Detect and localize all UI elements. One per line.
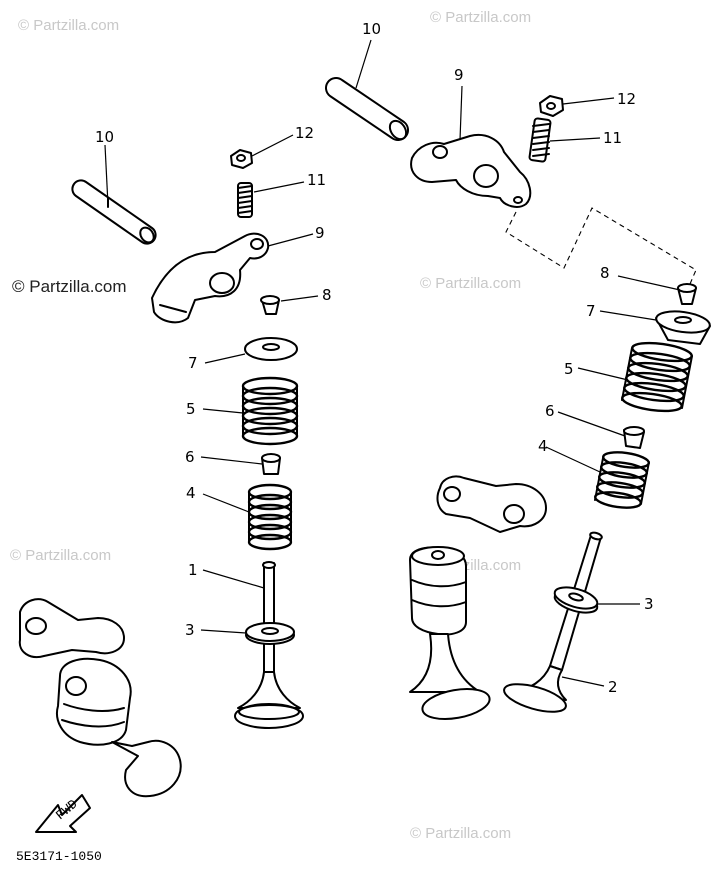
callout-3: 3 [644, 595, 654, 613]
watermark-main: © Partzilla.com [12, 277, 127, 296]
callout-3: 3 [185, 621, 195, 639]
inner-valve-spring-right [594, 451, 650, 509]
rocker-shaft-right [325, 77, 409, 141]
callout-8: 8 [600, 264, 610, 282]
valve-stem-seal-right [623, 426, 645, 449]
callout-8: 8 [322, 286, 332, 304]
valve-cotter-left [260, 295, 280, 315]
callout-6: 6 [185, 448, 195, 466]
spring-retainer-right [655, 310, 711, 345]
valve-1 [234, 561, 304, 729]
callout-1: 1 [188, 561, 198, 579]
spring-seat-left [245, 622, 295, 645]
explode-line [505, 207, 697, 285]
callout-12: 12 [295, 124, 314, 142]
rocker-arm-left [151, 232, 270, 324]
watermark: © Partzilla.com [410, 825, 511, 842]
forward-arrow: FWD [35, 794, 91, 833]
callout-12: 12 [617, 90, 636, 108]
valve-stem-seal-left [261, 453, 281, 475]
outer-valve-spring-right [621, 341, 693, 413]
callout-5: 5 [564, 360, 574, 378]
ghost-rocker-arm-right [436, 475, 547, 533]
callout-11: 11 [307, 171, 326, 189]
callout-9: 9 [315, 224, 325, 242]
watermark: © Partzilla.com [430, 9, 531, 26]
outer-valve-spring-left [241, 376, 299, 446]
watermark: © Partzilla.com [420, 275, 521, 292]
rocker-shaft-left [71, 179, 157, 245]
callout-layer: 10 12 11 9 8 7 5 6 4 1 3 10 9 12 11 8 7 … [95, 20, 654, 696]
watermark: © Partzilla.com [18, 17, 119, 34]
rocker-arm-right [410, 134, 532, 208]
diagram-code: 5E3171-1050 [16, 849, 102, 864]
adjusting-screw-left [237, 182, 253, 218]
callout-2: 2 [608, 678, 618, 696]
callout-5: 5 [186, 400, 196, 418]
watermark-layer: © Partzilla.com © Partzilla.com © Partzi… [10, 9, 531, 842]
locknut-right [539, 95, 564, 117]
spring-seat-right [553, 586, 599, 614]
callout-10: 10 [362, 20, 381, 38]
callout-6: 6 [545, 402, 555, 420]
callout-10: 10 [95, 128, 114, 146]
adjusting-screw-right [528, 117, 552, 163]
callout-9: 9 [454, 66, 464, 84]
inner-valve-spring-left [247, 483, 293, 551]
callout-7: 7 [586, 302, 596, 320]
callout-11: 11 [603, 129, 622, 147]
spring-retainer-left [244, 337, 298, 361]
watermark: © Partzilla.com [10, 547, 111, 564]
callout-4: 4 [186, 484, 196, 502]
ghost-tappet-right [409, 546, 491, 720]
ghost-assembly-left [18, 598, 182, 798]
callout-7: 7 [188, 354, 198, 372]
callout-4: 4 [538, 437, 548, 455]
locknut-left [230, 149, 253, 169]
valve-cotter-right [677, 283, 697, 305]
